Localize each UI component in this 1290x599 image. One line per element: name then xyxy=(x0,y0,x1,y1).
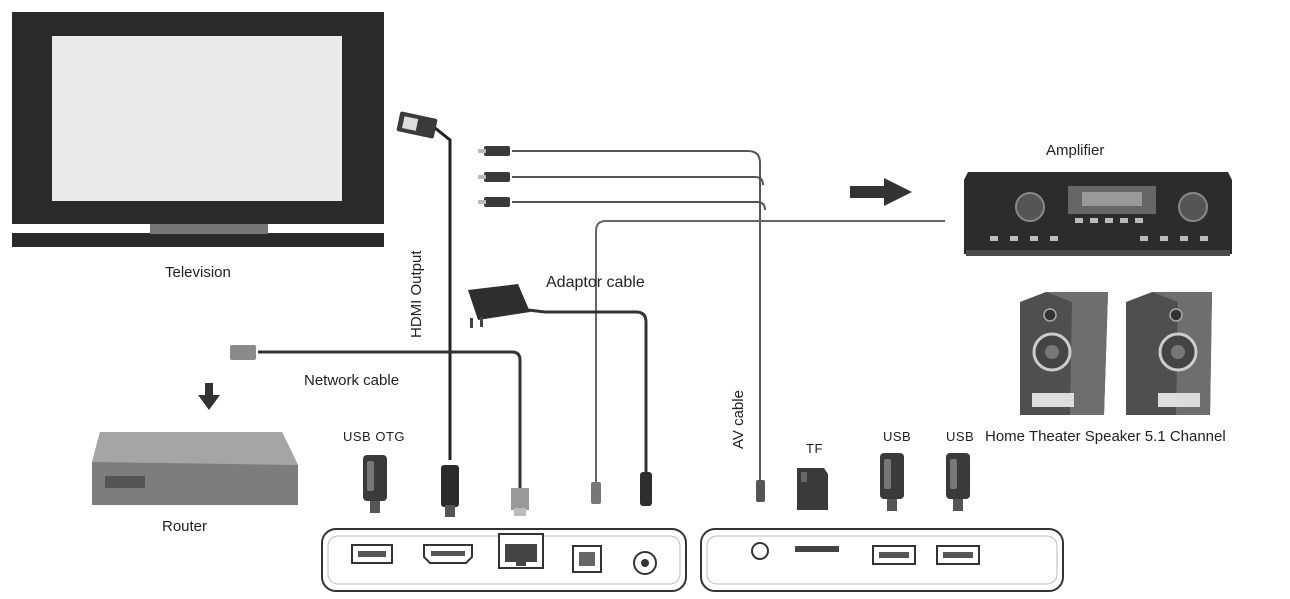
television-illustration xyxy=(12,12,384,247)
usb-stick-1-icon xyxy=(880,453,904,511)
hdmi-cable xyxy=(396,111,459,517)
hdmi-port-icon xyxy=(423,544,473,564)
tv-box-back-panel xyxy=(321,528,687,592)
usb-port-3-icon xyxy=(936,545,980,565)
router-illustration xyxy=(92,432,298,505)
av-cable-label: AV cable xyxy=(730,390,747,449)
tf-label: TF xyxy=(806,441,823,456)
dc-power-port-icon xyxy=(633,551,657,575)
speakers-illustration xyxy=(1020,292,1212,415)
amplifier-audio-cable xyxy=(591,220,945,504)
usb-otg-label: USB OTG xyxy=(343,429,406,444)
router-label: Router xyxy=(162,518,208,535)
arrow-down-icon xyxy=(198,383,220,410)
network-cable xyxy=(230,345,529,516)
arrow-right-icon xyxy=(850,178,912,206)
usb-label-1: USB xyxy=(883,429,912,444)
amplifier-label: Amplifier xyxy=(1046,142,1105,159)
usb-port-2-icon xyxy=(872,545,916,565)
adaptor-cable-label: Adaptor cable xyxy=(546,274,645,291)
av-port-icon xyxy=(751,542,769,560)
usb-label-2: USB xyxy=(946,429,975,444)
power-adaptor xyxy=(468,284,652,506)
hdmi-output-label: HDMI Output xyxy=(408,250,425,338)
av-cable xyxy=(478,146,766,502)
usb-otg-stick-icon xyxy=(363,455,387,513)
tv-box-side-panel xyxy=(700,528,1064,592)
tf-slot-icon xyxy=(795,546,839,552)
usb-stick-2-icon xyxy=(946,453,970,511)
usb-port-icon xyxy=(351,544,393,564)
television-label: Television xyxy=(165,264,231,281)
speakers-label: Home Theater Speaker 5.1 Channel xyxy=(985,428,1226,445)
audio-port-icon xyxy=(572,545,602,573)
ethernet-port-icon xyxy=(498,533,544,569)
tf-card-icon xyxy=(797,468,828,510)
network-cable-label: Network cable xyxy=(304,372,400,389)
amplifier-illustration xyxy=(964,172,1232,256)
